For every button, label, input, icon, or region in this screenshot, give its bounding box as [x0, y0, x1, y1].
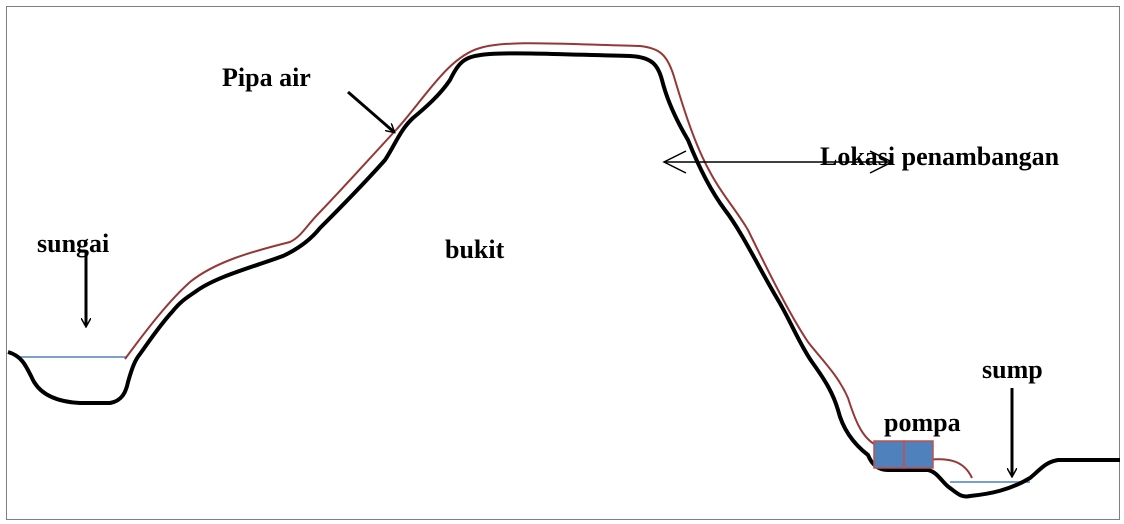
pump: [873, 440, 934, 469]
label-pipe: Pipa air: [222, 63, 311, 92]
arrow-pointer-icon: [347, 90, 394, 132]
label-pump: pompa: [884, 408, 961, 437]
label-mining-location: Lokasi penambangan: [820, 142, 1060, 171]
water-pipe: [124, 42, 973, 479]
label-hill: bukit: [445, 235, 505, 264]
diagram-frame: [6, 6, 1120, 520]
label-sump: sump: [982, 355, 1043, 384]
terrain-profile: [7, 51, 1120, 499]
double-arrow-icon: [662, 150, 894, 174]
pump-body-left: [873, 440, 905, 469]
pump-body-right: [903, 440, 934, 469]
label-river: sungai: [37, 229, 110, 258]
